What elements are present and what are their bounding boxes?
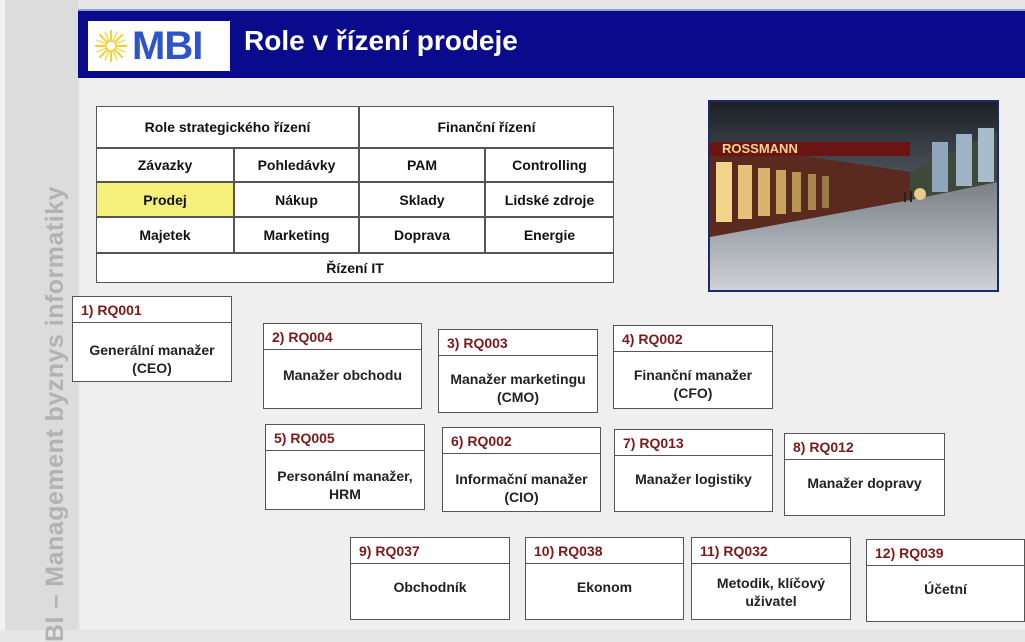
role-code: 12) RQ039 [867, 540, 1024, 566]
role-card: 12) RQ039 Účetní [866, 539, 1025, 622]
grid-cell: Doprava [359, 217, 485, 253]
store-photo: ROSSMANN [708, 100, 999, 292]
role-name: Generální manažer (CEO) [89, 342, 215, 376]
sidebar-vertical-text: BI – Management byznys informatiky [41, 185, 69, 642]
role-name: Finanční manažer (CFO) [633, 367, 753, 401]
photo-sign: ROSSMANN [722, 141, 798, 156]
grid-cell: Energie [485, 217, 614, 253]
role-name: Manažer marketingu (CMO) [450, 371, 586, 405]
grid-cell: Marketing [234, 217, 359, 253]
role-code: 7) RQ013 [615, 430, 772, 456]
role-code: 5) RQ005 [266, 425, 424, 451]
role-card: 11) RQ032 Metodik, klíčový uživatel [691, 537, 851, 620]
role-card: 7) RQ013 Manažer logistiky [614, 429, 773, 512]
sun-icon [94, 29, 128, 63]
grid-cell-active: Prodej [96, 182, 234, 217]
role-name: Manažer logistiky [635, 471, 752, 487]
role-card: 5) RQ005 Personální manažer, HRM [265, 424, 425, 510]
slide-header: MBI Role v řízení prodeje [78, 9, 1025, 78]
role-code: 2) RQ004 [264, 324, 421, 350]
role-code: 9) RQ037 [351, 538, 509, 564]
role-card: 6) RQ002 Informační manažer (CIO) [442, 427, 601, 512]
role-card: 2) RQ004 Manažer obchodu [263, 323, 422, 409]
role-card: 1) RQ001 Generální manažer (CEO) [72, 296, 232, 382]
grid-cell: PAM [359, 148, 485, 182]
grid-cell: Controlling [485, 148, 614, 182]
role-card: 4) RQ002 Finanční manažer (CFO) [613, 325, 773, 409]
role-card: 10) RQ038 Ekonom [525, 537, 684, 620]
grid-cell: Sklady [359, 182, 485, 217]
role-code: 4) RQ002 [614, 326, 772, 352]
role-code: 1) RQ001 [73, 297, 231, 323]
grid-header-financial: Finanční řízení [359, 106, 614, 148]
grid-cell: Majetek [96, 217, 234, 253]
role-card: 8) RQ012 Manažer dopravy [784, 433, 945, 516]
role-name: Manažer dopravy [807, 475, 922, 491]
role-name: Ekonom [576, 579, 633, 595]
grid-header-strategic: Role strategického řízení [96, 106, 359, 148]
role-code: 11) RQ032 [692, 538, 850, 564]
role-name: Informační manažer (CIO) [455, 471, 588, 505]
page-title: Role v řízení prodeje [244, 25, 518, 56]
grid-cell: Pohledávky [234, 148, 359, 182]
role-card: 3) RQ003 Manažer marketingu (CMO) [438, 329, 598, 413]
role-code: 8) RQ012 [785, 434, 944, 460]
role-name: Účetní [924, 581, 967, 597]
left-sidebar: BI – Management byznys informatiky [0, 0, 78, 642]
role-code: 3) RQ003 [439, 330, 597, 356]
role-name: Metodik, klíčový uživatel [716, 575, 826, 609]
grid-cell: Nákup [234, 182, 359, 217]
role-code: 10) RQ038 [526, 538, 683, 564]
role-code: 6) RQ002 [443, 428, 600, 454]
role-name: Obchodník [393, 579, 467, 595]
grid-cell: Lidské zdroje [485, 182, 614, 217]
logo-text: MBI [132, 23, 203, 68]
grid-footer-it: Řízení IT [96, 253, 614, 283]
mbi-logo: MBI [88, 21, 230, 71]
role-name: Manažer obchodu [282, 367, 402, 383]
grid-cell: Závazky [96, 148, 234, 182]
role-name: Personální manažer, HRM [277, 468, 413, 502]
role-card: 9) RQ037 Obchodník [350, 537, 510, 620]
